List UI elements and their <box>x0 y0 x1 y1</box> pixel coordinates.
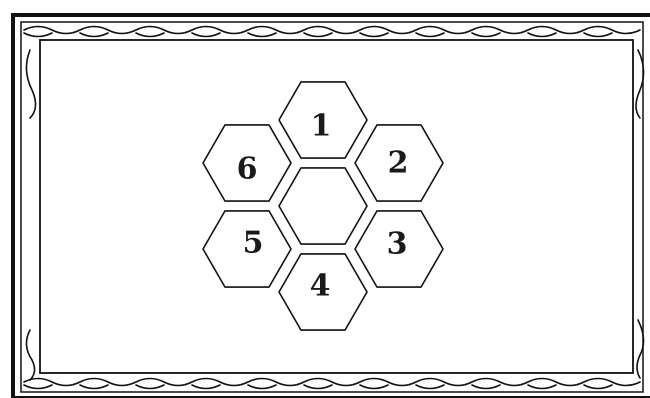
hexagon-lower-right: 3 <box>355 211 443 287</box>
bottom-vine-leaf <box>472 385 500 389</box>
top-vine-leaf <box>304 33 332 37</box>
bottom-vine-leaf <box>416 385 444 389</box>
hexagon-bottom-label: 4 <box>310 269 331 304</box>
bottom-vine-leaf <box>136 385 164 389</box>
bottom-vine-leaf <box>304 385 332 389</box>
top-vine-leaf <box>80 33 108 37</box>
hexagon-top-label: 1 <box>311 109 332 144</box>
top-vine-leaf <box>584 33 612 37</box>
left-vine-bottom <box>26 330 34 380</box>
bottom-vine-leaf <box>360 385 388 389</box>
hexagon-upper-left-label: 6 <box>237 152 258 187</box>
hexagon-center-shape <box>279 168 367 244</box>
top-vine-leaf <box>360 33 388 37</box>
top-vine-leaf <box>472 33 500 37</box>
top-vine-leaf <box>416 33 444 37</box>
bottom-vine-leaf <box>80 385 108 389</box>
top-vine-leaf <box>248 33 276 37</box>
bottom-vine-leaf <box>192 385 220 389</box>
hexagon-upper-left: 6 <box>203 125 291 201</box>
top-vine-leaf <box>24 33 52 37</box>
hexagon-upper-right: 2 <box>355 125 443 201</box>
hexagon-cluster: 1 2 3 4 5 6 <box>203 82 443 330</box>
hexagon-bottom: 4 <box>279 254 367 330</box>
hexagon-upper-right-label: 2 <box>388 146 409 181</box>
top-vine-leaf <box>136 33 164 37</box>
hexagon-lower-left: 5 <box>203 211 291 287</box>
left-vine-top <box>26 50 35 118</box>
hexagon-top: 1 <box>279 82 367 158</box>
hexagon-lower-left-label: 5 <box>243 226 264 261</box>
bottom-vine-leaf <box>584 385 612 389</box>
top-vine-leaf <box>192 33 220 37</box>
bottom-vine-leaf <box>528 385 556 389</box>
hexagon-lower-right-label: 3 <box>387 227 408 262</box>
bottom-vine-leaf <box>248 385 276 389</box>
hexagon-center <box>279 168 367 244</box>
top-vine-leaf <box>528 33 556 37</box>
bottom-vine-leaf <box>24 385 52 389</box>
